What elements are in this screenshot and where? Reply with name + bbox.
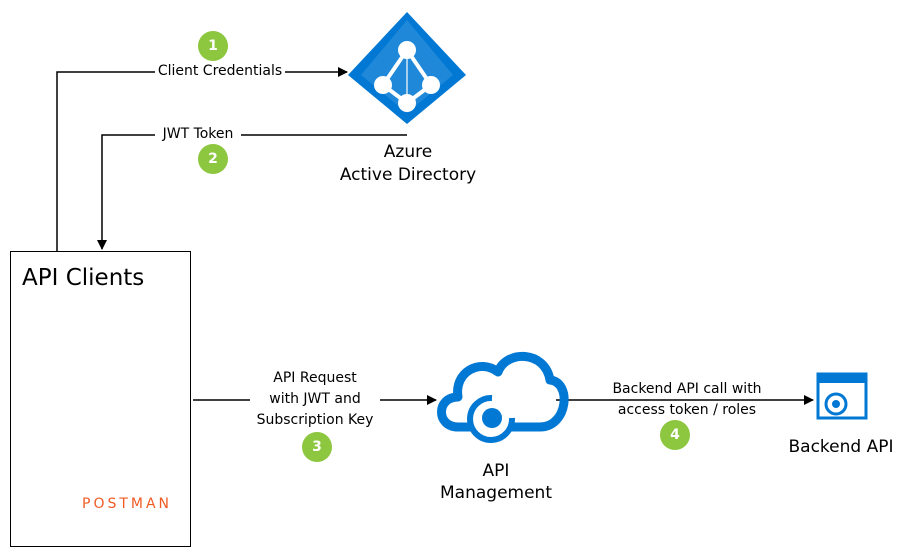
api-management-label-line1: API (482, 461, 510, 481)
step-4-label-line1: Backend API call with (612, 381, 762, 397)
step-1-label: Client Credentials (155, 62, 285, 81)
postman-label: POSTMAN (82, 496, 173, 512)
cloud-api-management-icon (437, 352, 569, 443)
step-1-badge: 1 (198, 31, 228, 61)
step-2-badge: 2 (198, 144, 228, 174)
step-2-label: JWT Token (155, 125, 241, 144)
azure-ad-label-line2: Active Directory (339, 165, 477, 185)
step-4-label-line2: access token / roles (617, 402, 757, 418)
api-clients-box (10, 251, 191, 547)
backend-api-label: Backend API (788, 437, 894, 457)
connector-jwt-token (97, 134, 407, 250)
step-3-label-line1: API Request (273, 370, 357, 386)
backend-api-window-icon (816, 372, 868, 420)
azure-ad-label-line1: Azure (383, 142, 433, 162)
step-3-label-line3: Subscription Key (256, 412, 374, 428)
step-3-badge: 3 (302, 432, 332, 462)
step-4-badge: 4 (660, 420, 690, 450)
api-management-label-line2: Management (440, 483, 552, 503)
azure-ad-pyramid-icon (348, 12, 466, 124)
api-clients-title: API Clients (22, 265, 145, 291)
step-3-label-line2: with JWT and (250, 390, 380, 409)
